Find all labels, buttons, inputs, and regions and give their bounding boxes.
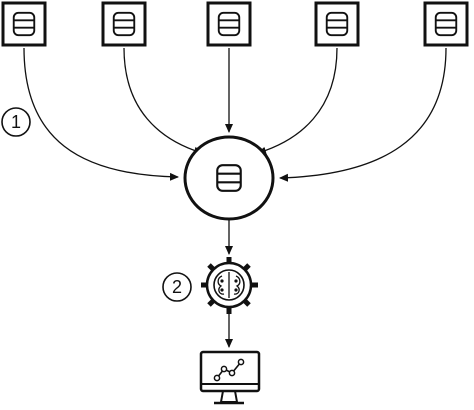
step-marker-2: 2 [162,272,192,302]
source-database-1 [1,1,47,47]
source-database-3 [206,1,252,47]
step-label-2: 2 [172,277,182,297]
arrow-source-1-to-hub [23,47,179,181]
arrow-source-4-to-hub [257,47,338,155]
arrow-source-2-to-hub [123,47,203,155]
source-database-4 [314,1,360,47]
monitor-chart-icon [199,350,261,405]
hub-database [183,135,275,221]
step-label-1: 1 [11,112,21,132]
step-marker-1: 1 [1,107,31,137]
arrow-source-5-to-hub [279,47,447,182]
source-database-2 [101,1,147,47]
ai-gear-brain-icon [201,257,258,314]
source-database-5 [423,1,469,47]
